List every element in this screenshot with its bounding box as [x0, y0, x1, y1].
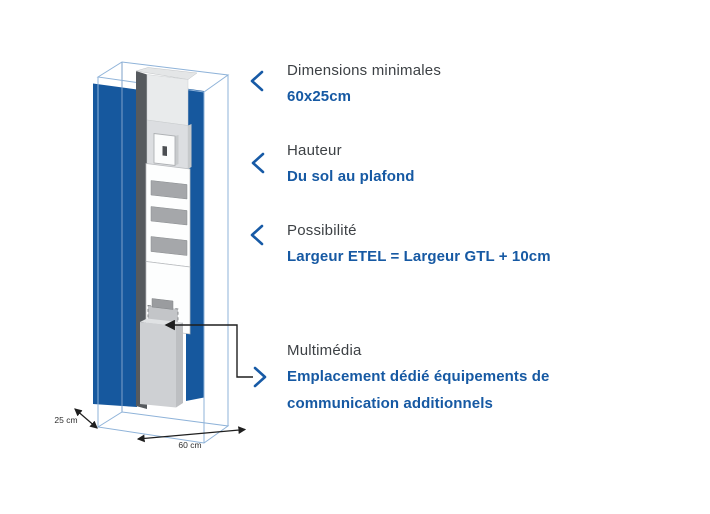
annotation-hauteur: Hauteur Du sol au plafond [287, 141, 415, 190]
gtl-back-panel-left [93, 83, 137, 407]
multimedia-device [151, 298, 174, 310]
annotation-value: Emplacement dédié équipements de communi… [287, 368, 550, 412]
width-dimension-label: 60 cm [178, 440, 201, 450]
annotation-multimedia: Multimédia Emplacement dédié équipements… [287, 341, 559, 417]
chevron-left-icon [251, 152, 265, 174]
annotation-possibilite: Possibilité Largeur ETEL = Largeur GTL +… [287, 221, 551, 270]
chevron-left-icon [250, 224, 264, 246]
breaker-switch-slot [162, 146, 167, 156]
cabinet-top-face [135, 67, 198, 80]
din-module-slats [150, 180, 188, 256]
depth-dimension: 25 cm [54, 408, 98, 429]
annotation-value: 60x25cm [287, 88, 352, 105]
annotation-label: Dimensions minimales [287, 62, 442, 79]
annotation-value: Largeur ETEL = Largeur GTL + 10cm [287, 248, 551, 265]
annotation-label: Possibilité [287, 222, 357, 239]
circuit-breaker-box [153, 132, 179, 167]
breaker-section-side [188, 124, 192, 169]
cabinet-top-box [146, 74, 189, 126]
depth-dimension-label: 25 cm [54, 415, 77, 425]
width-dimension: 60 cm [136, 426, 247, 450]
multimedia-callout-line [164, 319, 253, 378]
chevron-left-icon [250, 70, 264, 92]
annotation-dimensions: Dimensions minimales 60x25cm [287, 61, 441, 110]
bottom-enclosure [140, 318, 183, 408]
arrow-right-icon [253, 366, 267, 388]
annotation-value: Du sol au plafond [287, 168, 415, 185]
annotation-label: Hauteur [287, 142, 342, 159]
annotation-label: Multimédia [287, 342, 362, 359]
